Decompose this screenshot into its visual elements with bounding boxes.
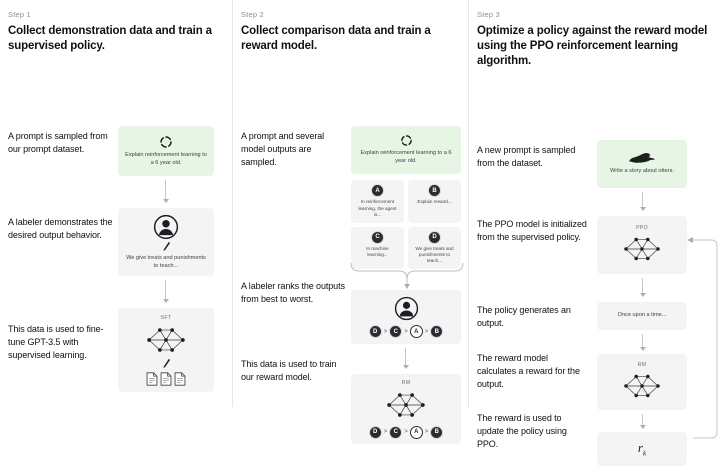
rank-badge-3: A bbox=[409, 425, 423, 439]
brace-connector bbox=[349, 260, 465, 290]
step-3-rm-tag: RM bbox=[637, 361, 647, 368]
rank-badge-4: B bbox=[430, 425, 444, 439]
dashed-circle-icon bbox=[159, 135, 173, 149]
step-3-caption-5: The reward is used to update the policy … bbox=[477, 412, 567, 449]
output-text: We give treats and punishments to teach.… bbox=[415, 245, 454, 264]
rank-badge-2: C bbox=[389, 325, 403, 339]
step-1-flow: A prompt is sampled from our prompt data… bbox=[8, 68, 222, 398]
model-output-c[interactable]: C In machine learning... bbox=[351, 226, 404, 269]
step-3-output-box[interactable]: Once upon a time... bbox=[597, 301, 687, 330]
step-2-title: Collect comparison data and train a rewa… bbox=[241, 25, 431, 53]
step-3-prompt-box[interactable]: Write a story about otters. bbox=[597, 139, 687, 188]
step-2-caption-2: A labeler ranks the outputs from best to… bbox=[241, 281, 345, 305]
step-2-labeler-box[interactable]: D > C > A > B bbox=[351, 290, 461, 345]
step-3-ppo-box[interactable]: PPO bbox=[597, 215, 687, 274]
model-outputs-grid: A In reinforcement learning, the agent i… bbox=[351, 180, 461, 269]
step-2-caption-3: This data is used to train our reward mo… bbox=[241, 359, 337, 383]
step-2-prompt-text: Explain reinforcement learning to a 6 ye… bbox=[360, 150, 452, 165]
step-3-caption-2: The PPO model is initialized from the su… bbox=[477, 218, 587, 242]
neural-net-icon bbox=[620, 233, 664, 265]
model-output-d[interactable]: D We give treats and punishments to teac… bbox=[408, 226, 461, 269]
arrow-down-6 bbox=[639, 333, 646, 351]
rank-separator: > bbox=[404, 429, 408, 436]
step-1-caption-1: A prompt is sampled from our prompt data… bbox=[8, 131, 108, 155]
output-text: Explain reward... bbox=[417, 199, 452, 205]
model-output-a[interactable]: A In reinforcement learning, the agent i… bbox=[351, 180, 404, 223]
step-3-caption-4: The reward model calculates a reward for… bbox=[477, 352, 580, 389]
output-badge: A bbox=[371, 184, 384, 198]
rank-badge-1: D bbox=[368, 325, 382, 339]
step-3-output-text: Once upon a time... bbox=[617, 311, 667, 318]
step-2-prompt-box[interactable]: Explain reinforcement learning to a 6 ye… bbox=[351, 126, 461, 175]
step-3-caption-3: The policy generates an output. bbox=[477, 304, 571, 328]
step-2-caption-1: A prompt and several model outputs are s… bbox=[241, 131, 325, 168]
step-1-label: Step 1 bbox=[8, 10, 31, 19]
arrow-down-3 bbox=[402, 348, 409, 370]
step-1-sft-box[interactable]: SFT bbox=[118, 308, 214, 393]
document-icon-group bbox=[146, 372, 186, 386]
step-3-label: Step 3 bbox=[477, 10, 500, 19]
rank-badge-3: A bbox=[409, 325, 423, 339]
feedback-loop-arrow bbox=[677, 224, 720, 454]
step-3-caption-1: A new prompt is sampled from the dataset… bbox=[477, 144, 576, 168]
step-3-reward-value-box[interactable]: rk bbox=[597, 431, 687, 466]
arrow-down-5 bbox=[639, 277, 646, 297]
rank-badge-2: C bbox=[389, 425, 403, 439]
arrow-down-1 bbox=[162, 180, 169, 204]
output-badge: C bbox=[371, 230, 384, 244]
rank-badge-4: B bbox=[430, 325, 444, 339]
ranking-row: D > C > A > B bbox=[368, 325, 444, 339]
step-1-column: Step 1 Collect demonstration data and tr… bbox=[0, 0, 232, 407]
output-text: In machine learning... bbox=[366, 245, 389, 258]
rank-separator: > bbox=[424, 429, 429, 436]
pencil-icon bbox=[162, 241, 171, 252]
step-2-reward-model-box[interactable]: RM bbox=[351, 374, 461, 445]
ranking-row: D > C > A > B bbox=[368, 425, 444, 439]
step-3-flow: A new prompt is sampled from the dataset… bbox=[477, 84, 718, 466]
step-1-labeler-text: We give treats and punishments to teach.… bbox=[126, 254, 206, 269]
rank-separator: > bbox=[383, 328, 388, 335]
rank-separator: > bbox=[383, 429, 388, 436]
step-1-prompt-box[interactable]: Explain reinforcement learning to a 6 ye… bbox=[118, 126, 214, 177]
person-circle-icon bbox=[394, 296, 419, 321]
arrow-down-7 bbox=[639, 413, 646, 429]
otter-icon bbox=[627, 151, 657, 165]
output-badge: D bbox=[428, 230, 441, 244]
step-3-title: Optimize a policy against the reward mod… bbox=[477, 25, 708, 68]
document-icon bbox=[174, 372, 186, 386]
rank-separator: > bbox=[404, 328, 408, 335]
step-2-flow: A prompt and several model outputs are s… bbox=[241, 68, 464, 445]
step-2-rm-tag: RM bbox=[401, 379, 411, 386]
arrow-down-4 bbox=[639, 191, 646, 211]
reward-symbol: rk bbox=[637, 439, 647, 458]
step-3-reward-model-box[interactable]: RM bbox=[597, 353, 687, 410]
document-icon bbox=[146, 372, 158, 386]
step-2-label: Step 2 bbox=[241, 10, 264, 19]
neural-net-icon bbox=[620, 370, 664, 402]
step-2-column: Step 2 Collect comparison data and train… bbox=[232, 0, 468, 445]
arrow-down-2 bbox=[162, 280, 169, 304]
step-3-ppo-tag: PPO bbox=[636, 224, 648, 231]
step-1-caption-2: A labeler demonstrates the desired outpu… bbox=[8, 217, 113, 241]
step-1-caption-3: This data is used to fine-tune GPT-3.5 w… bbox=[8, 324, 104, 361]
output-badge: B bbox=[428, 184, 441, 198]
rank-badge-1: D bbox=[368, 425, 382, 439]
model-output-b[interactable]: B Explain reward... bbox=[408, 180, 461, 223]
step-1-prompt-text: Explain reinforcement learning to a 6 ye… bbox=[125, 151, 207, 166]
document-icon bbox=[160, 372, 172, 386]
output-text: In reinforcement learning, the agent is.… bbox=[358, 199, 397, 218]
step-1-title: Collect demonstration data and train a s… bbox=[8, 25, 212, 53]
neural-net-icon bbox=[383, 388, 429, 422]
step-3-prompt-text: Write a story about otters. bbox=[610, 168, 674, 175]
step-3-column: Step 3 Optimize a policy against the rew… bbox=[468, 0, 720, 466]
neural-net-icon bbox=[143, 323, 189, 357]
step-1-labeler-box[interactable]: We give treats and punishments to teach.… bbox=[118, 208, 214, 277]
person-circle-icon bbox=[153, 214, 179, 240]
dashed-circle-icon bbox=[400, 134, 413, 147]
step-1-sft-tag: SFT bbox=[160, 314, 172, 321]
rank-separator: > bbox=[424, 328, 429, 335]
pencil-icon bbox=[162, 358, 171, 369]
